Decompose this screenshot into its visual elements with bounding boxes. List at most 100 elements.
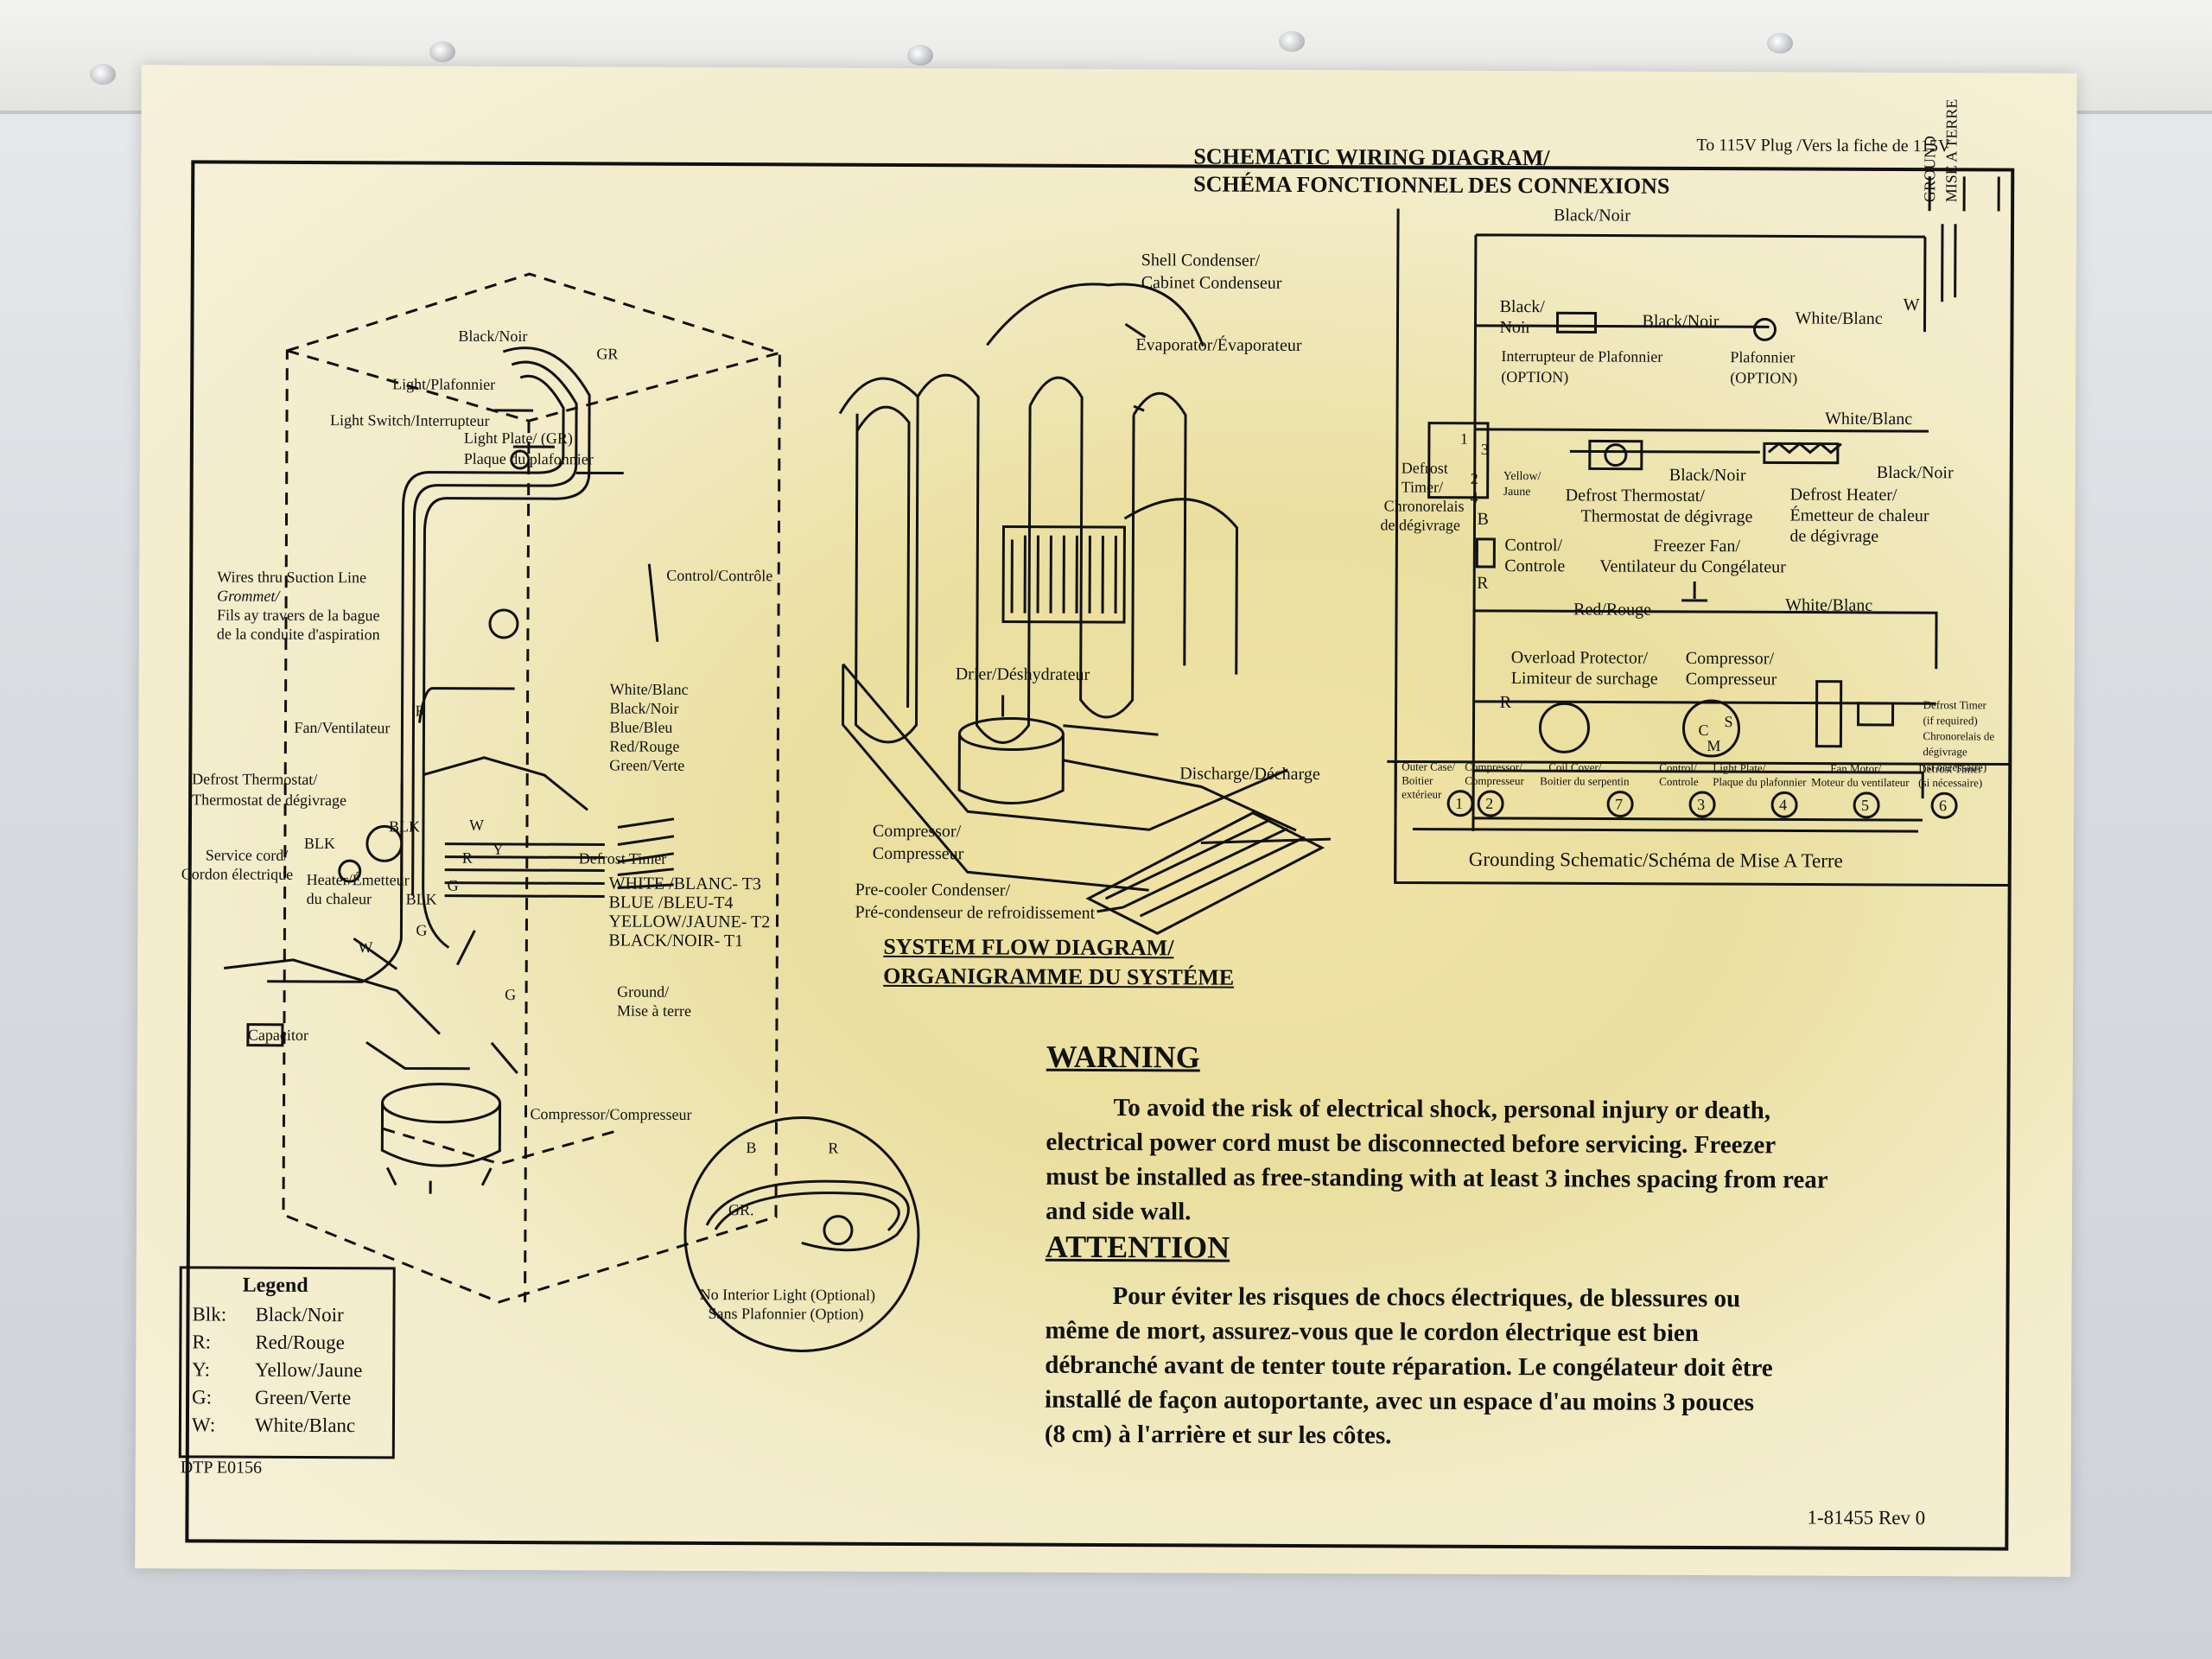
white-wire-top: White/Blanc — [1795, 308, 1883, 328]
attention-line-5: (8 cm) à l'arrière et sur les côtes. — [1044, 1420, 1392, 1450]
inset-b: B — [746, 1139, 757, 1157]
emetteur-label: Émetteur de chaleur — [1789, 505, 1929, 526]
controle-label: Controle — [1504, 556, 1566, 576]
legend-value: White/Blanc — [254, 1414, 356, 1437]
defrost-heater-label: Defrost Heater/ — [1789, 485, 1897, 505]
wiring-defrost-timer: Defrost Timer — [578, 849, 667, 868]
mise-vertical-label: MISE A TERRE — [1942, 99, 1961, 203]
legend-value: Red/Rouge — [255, 1331, 345, 1354]
wiring-red: Red/Rouge — [609, 737, 680, 755]
wiring-green: Green/Verte — [609, 756, 685, 774]
ground-outer-case: Outer Case/ — [1402, 760, 1456, 773]
rivet — [429, 41, 455, 62]
black-wire-4: Black/Noir — [1876, 462, 1954, 483]
wiring-light-plate: Light Plate/ (GR) — [463, 429, 573, 448]
ground-plaque: Plaque du plafonnier — [1713, 775, 1807, 789]
wiring-w-1: W — [468, 816, 485, 834]
precondenseur-label: Pré-condenseur de refroidissement — [855, 902, 1096, 923]
schematic-title-fr: SCHÉMA FONCTIONNEL DES CONNEXIONS — [1193, 171, 1670, 199]
evaporator-label: Evaporator/Évaporateur — [1135, 335, 1302, 355]
wiring-black-noir: Black/Noir — [458, 327, 528, 346]
ground-si-necessaire: (si nécessaire) — [1918, 776, 1983, 790]
interrupter-label: Interrupteur de Plafonnier — [1501, 346, 1663, 365]
ventilateur-label: Ventilateur du Congélateur — [1599, 556, 1786, 577]
compressor-s-terminal: S — [1724, 713, 1733, 731]
flow-compresseur-label: Compresseur — [872, 843, 964, 864]
timer-terminal-3: 3 — [1480, 440, 1489, 458]
control-label: Control/ — [1504, 536, 1563, 556]
wiring-blue: Blue/Bleu — [609, 718, 673, 736]
wiring-g-1: G — [447, 876, 459, 894]
compresseur-schematic-label: Compresseur — [1685, 669, 1777, 690]
defrost-thermostat-label: Defrost Thermostat/ — [1565, 486, 1705, 506]
wiring-du-chaleur: du chaleur — [306, 889, 372, 908]
wiring-gr: GR — [596, 345, 619, 363]
precooler-label: Pre-cooler Condenser/ — [855, 880, 1011, 900]
wiring-w-2: W — [358, 938, 373, 957]
w-label: W — [1903, 296, 1920, 315]
attention-line-4: installé de façon autoportante, avec un … — [1045, 1385, 1755, 1417]
flow-compressor-label: Compressor/ — [872, 821, 962, 842]
freezer-fan-label: Freezer Fan/ — [1653, 536, 1740, 556]
r-terminal: R — [1477, 573, 1489, 593]
timer-wire-t2: YELLOW/JAUNE- T2 — [608, 912, 771, 932]
defrost-timer-label: Defrost — [1401, 459, 1448, 477]
yellow-wire-label: Yellow/ — [1503, 470, 1541, 484]
attention-line-1: Pour éviter les risques de chocs électri… — [1112, 1282, 1741, 1313]
plug-label: To 115V Plug /Vers la fiche de 115V — [1696, 135, 1951, 156]
ground-light-plate: Light Plate/ — [1713, 761, 1766, 775]
wiring-heater: Heater/Émetteur — [306, 870, 410, 889]
wiring-fan: Fan/Ventilateur — [294, 718, 391, 737]
wiring-defrost-thermostat: Defrost Thermostat/ — [192, 770, 318, 789]
wiring-light-switch: Light Switch/Interrupteur — [329, 411, 490, 429]
legend-key: R: — [192, 1331, 212, 1353]
rivet — [1279, 31, 1305, 52]
ground-controle: Controle — [1659, 774, 1699, 788]
defrost-timer-2-label: Defrost Timer — [1923, 698, 1986, 712]
warning-line-2: electrical power cord must be disconnect… — [1046, 1128, 1777, 1160]
ground-boitier-serp: Boitier du serpentin — [1540, 774, 1630, 788]
diagram-line-art — [224, 176, 2010, 1352]
wiring-y-1: Y — [492, 840, 504, 858]
wiring-capacitor: Capacitor — [247, 1026, 308, 1044]
compressor-schematic-label: Compressor/ — [1685, 648, 1775, 669]
warning-line-1: To avoid the risk of electrical shock, p… — [1113, 1094, 1771, 1125]
attention-line-2: même de mort, assurez-vous que le cordon… — [1045, 1316, 1700, 1347]
dtp-code: DTP E0156 — [180, 1458, 263, 1478]
plafonnier-label: Plafonnier — [1730, 348, 1796, 366]
legend-key: Blk: — [192, 1303, 227, 1325]
wiring-diagram-sticker: SCHEMATIC WIRING DIAGRAM/ SCHÉMA FONCTIO… — [135, 65, 2077, 1577]
attention-title: ATTENTION — [1045, 1229, 1230, 1265]
degivrage-2-label: dégivrage — [1923, 745, 1967, 759]
black-wire-3: Black/Noir — [1669, 465, 1746, 486]
timer-wire-t3: WHITE /BLANC- T3 — [608, 874, 762, 894]
chronorelais-2-label: Chronorelais de — [1923, 729, 1995, 743]
black-wire-mid: Black/Noir — [1642, 311, 1719, 332]
interrupter-option: (OPTION) — [1501, 367, 1569, 386]
rivet — [907, 45, 933, 66]
ground-moteur: Moteur du ventilateur — [1811, 775, 1910, 790]
timer-terminal-4: 4 — [1470, 488, 1478, 506]
wiring-black: Black/Noir — [609, 699, 679, 717]
ground-compressor: Compressor/ — [1465, 760, 1522, 774]
ground-exterieur: extérieur — [1402, 787, 1442, 801]
jaune-wire-label: Jaune — [1503, 486, 1531, 499]
white-wire-2: White/Blanc — [1824, 409, 1913, 429]
wiring-compressor: Compressor/Compresseur — [530, 1105, 692, 1123]
ground-node-5: 5 — [1861, 796, 1870, 814]
flow-diagram-title-en: SYSTEM FLOW DIAGRAM/ — [883, 933, 1174, 961]
wiring-grommet: Grommet/ — [217, 587, 280, 605]
b-terminal: B — [1477, 509, 1489, 529]
ground-node-1: 1 — [1455, 794, 1464, 812]
cabinet-condenseur-label: Cabinet Condenseur — [1141, 273, 1282, 293]
wiring-ground: Ground/ — [617, 982, 670, 1001]
timer-terminal-2: 2 — [1470, 469, 1478, 487]
black-wire-top: Black/Noir — [1554, 206, 1630, 226]
wiring-white: White/Blanc — [609, 680, 689, 698]
legend-key: W: — [191, 1414, 216, 1436]
r-terminal-2: R — [1499, 692, 1511, 713]
rivet — [1767, 33, 1793, 54]
ground-node-2: 2 — [1485, 794, 1494, 812]
discharge-label: Discharge/Décharge — [1179, 764, 1320, 785]
ground-node-3: 3 — [1697, 795, 1706, 814]
